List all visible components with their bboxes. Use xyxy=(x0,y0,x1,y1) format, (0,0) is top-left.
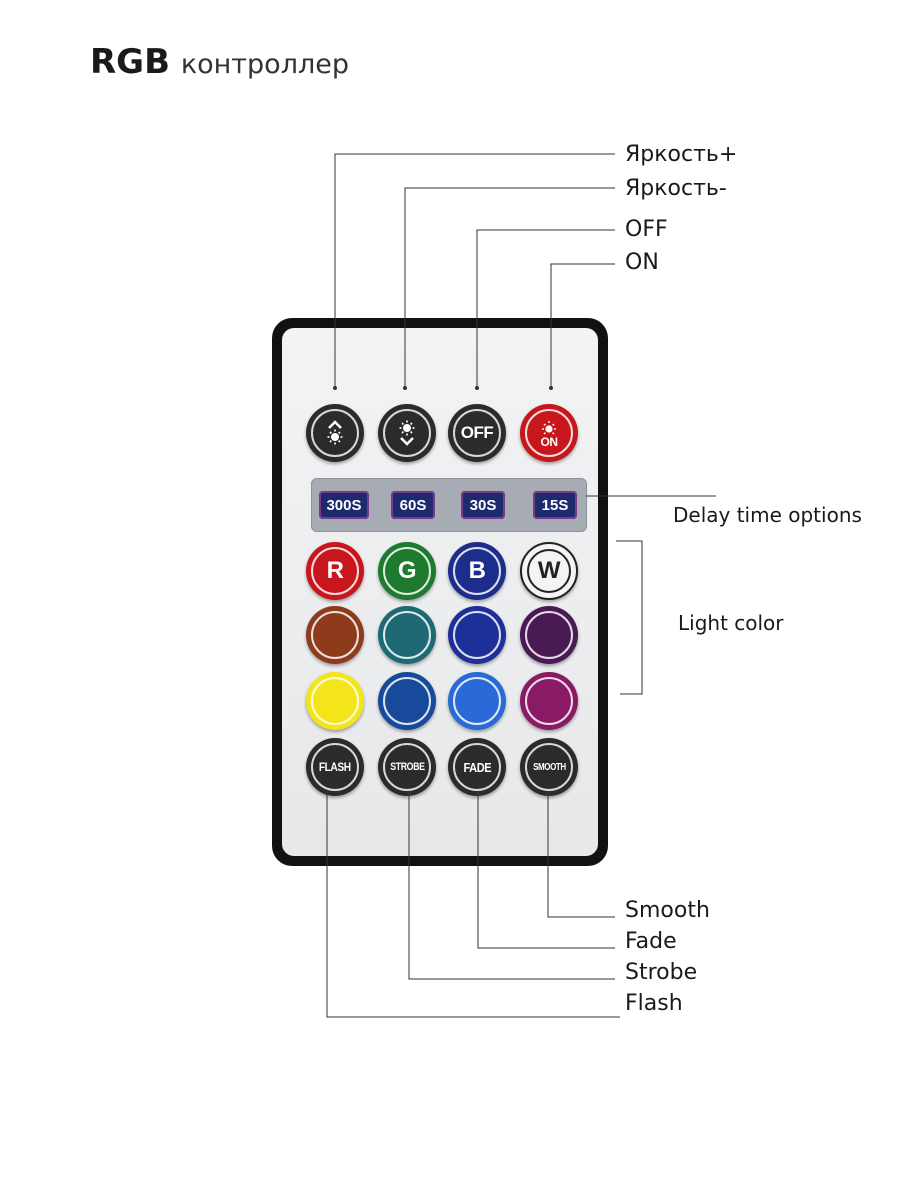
remote-face: OFF ON 300S 60S 30S 15S R xyxy=(282,328,598,856)
smooth-button[interactable]: SMOOTH xyxy=(520,738,578,796)
color-blue-button[interactable]: B xyxy=(448,542,506,600)
timer-30s-label: 30S xyxy=(469,496,497,514)
leader-flash xyxy=(326,793,620,1018)
on-button[interactable]: ON xyxy=(520,404,578,462)
timer-300s-button[interactable]: 300S xyxy=(319,491,369,519)
strobe-button[interactable]: STROBE xyxy=(378,738,436,796)
color-red-button[interactable]: R xyxy=(306,542,364,600)
leader-off xyxy=(476,229,615,388)
label-fade: Fade xyxy=(625,929,677,954)
color-white-button[interactable]: W xyxy=(520,542,578,600)
color-button-cobalt[interactable] xyxy=(378,672,436,730)
timer-300s-label: 300S xyxy=(326,496,362,514)
color-button-magenta[interactable] xyxy=(520,672,578,730)
leader-brightness-down xyxy=(404,187,615,388)
brightness-down-button[interactable] xyxy=(378,404,436,462)
label-on: ON xyxy=(625,250,659,275)
timer-60s-button[interactable]: 60S xyxy=(391,491,435,519)
color-red-label: R xyxy=(326,557,344,584)
label-smooth: Smooth xyxy=(625,898,710,923)
label-brightness-down: Яркость- xyxy=(625,176,727,201)
timer-15s-button[interactable]: 15S xyxy=(533,491,577,519)
sun-icon xyxy=(542,421,556,435)
timer-30s-button[interactable]: 30S xyxy=(461,491,505,519)
remote-control: OFF ON 300S 60S 30S 15S R xyxy=(272,318,608,866)
title-subtitle: контроллер xyxy=(180,49,349,80)
off-button[interactable]: OFF xyxy=(448,404,506,462)
color-button-purple[interactable] xyxy=(520,606,578,664)
label-off: OFF xyxy=(625,217,668,242)
timer-60s-label: 60S xyxy=(399,496,427,514)
label-strobe: Strobe xyxy=(625,960,698,985)
color-blue-label: B xyxy=(468,557,486,584)
timer-strip: 300S 60S 30S 15S xyxy=(311,478,587,532)
label-flash: Flash xyxy=(625,991,683,1016)
color-green-button[interactable]: G xyxy=(378,542,436,600)
flash-button-label: FLASH xyxy=(319,760,351,774)
page-title: RGB контроллер xyxy=(90,40,349,87)
title-brand: RGB xyxy=(90,42,171,82)
fade-button[interactable]: FADE xyxy=(448,738,506,796)
leader-light-color xyxy=(616,540,643,695)
label-delay: Delay time options xyxy=(673,503,862,527)
leader-strobe xyxy=(408,793,615,980)
timer-15s-label: 15S xyxy=(541,496,569,514)
strobe-button-label: STROBE xyxy=(389,761,425,773)
color-button-royal-blue[interactable] xyxy=(448,606,506,664)
label-brightness-up: Яркость+ xyxy=(625,142,738,167)
leader-on xyxy=(550,263,615,388)
brightness-up-button[interactable] xyxy=(306,404,364,462)
on-button-label: ON xyxy=(540,435,559,449)
color-button-yellow[interactable] xyxy=(306,672,364,730)
sun-down-icon xyxy=(399,420,415,446)
off-button-label: OFF xyxy=(460,423,494,442)
fade-button-label: FADE xyxy=(463,759,491,775)
color-button-teal[interactable] xyxy=(378,606,436,664)
flash-button[interactable]: FLASH xyxy=(306,738,364,796)
color-button-orange[interactable] xyxy=(306,606,364,664)
leader-smooth xyxy=(547,793,615,918)
sun-up-icon xyxy=(327,420,343,445)
leader-brightness-up xyxy=(334,153,615,388)
color-green-label: G xyxy=(397,557,417,584)
color-white-label: W xyxy=(537,557,561,584)
label-light-color: Light color xyxy=(678,611,784,635)
smooth-button-label: SMOOTH xyxy=(532,761,566,773)
color-button-sky-blue[interactable] xyxy=(448,672,506,730)
leader-fade xyxy=(477,793,615,949)
